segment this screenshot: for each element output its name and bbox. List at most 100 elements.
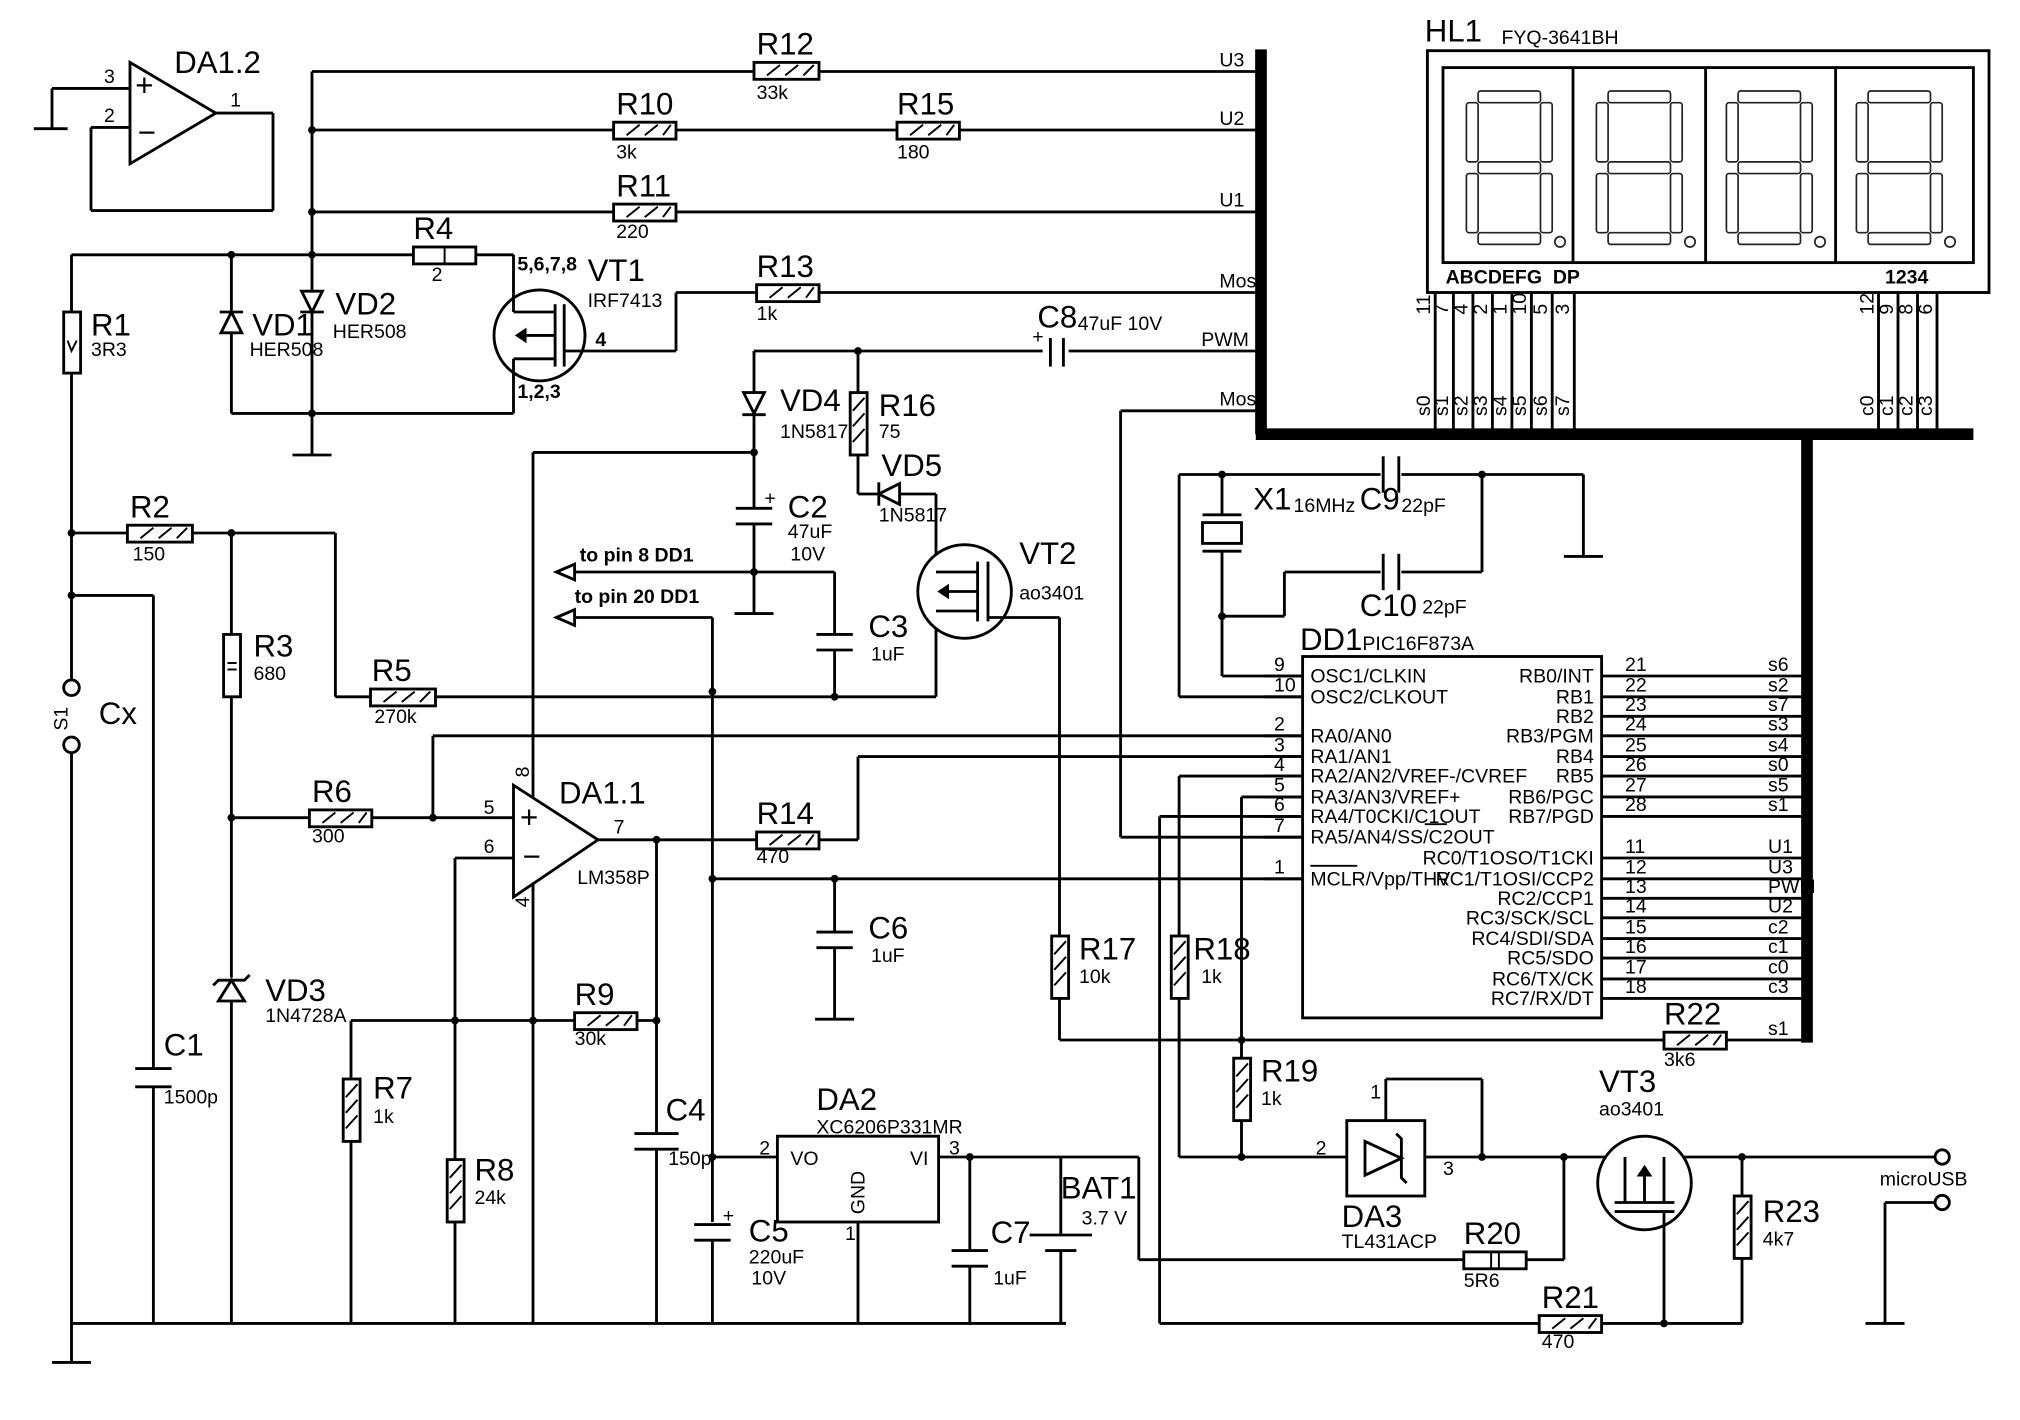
c2-value2: 10V (790, 543, 825, 565)
r5-value: 270k (374, 706, 417, 728)
dd1-pin-net: c1 (1768, 936, 1789, 958)
dd1-pin-number: 12 (1625, 857, 1647, 879)
dd1-ref: DD1 (1300, 622, 1362, 657)
dd1-pin-number: 5 (1274, 775, 1285, 797)
dd1-pin-name: RB7/PGD (1508, 806, 1594, 828)
bat1-value: 3.7 V (1082, 1208, 1128, 1230)
x1-value: 16MHz (1294, 495, 1356, 517)
r10-ref: R10 (616, 86, 673, 121)
dd1-pin-name: RA4/T0CKI/C1OUT (1310, 806, 1480, 828)
vt1-gate-wiring: Mos (591, 270, 1256, 353)
r20-value: 5R6 (1464, 1270, 1500, 1292)
resistor-r3: R3 680 (222, 532, 293, 978)
dd1-pin-name: RC4/SDI/SDA (1471, 928, 1593, 950)
cx-ref: Cx (99, 696, 138, 731)
da1-2-pin3: 3 (104, 66, 115, 88)
c8-ref: C8 (1037, 300, 1077, 335)
hl1-pin-number: 8 (1895, 304, 1917, 315)
r14-value: 470 (757, 846, 790, 868)
da1-1-pin8: 8 (512, 767, 534, 778)
resistor-r12: R12 33k (752, 27, 821, 104)
dd1-pin-name: RB3/PGM (1506, 725, 1594, 747)
c5-value2: 10V (751, 1267, 786, 1289)
capacitor-c2: + C2 47uF 10V (735, 487, 833, 565)
c4-value: 150p (668, 1148, 712, 1170)
capacitor-c8: + C8 47uF 10V (1032, 300, 1162, 367)
vt1-pin-source: 1,2,3 (517, 381, 561, 403)
resistor-r19: R19 1k (1232, 1054, 1318, 1123)
vt1-part: IRF7413 (588, 290, 663, 312)
c6-value: 1uF (871, 945, 905, 967)
c9-ref: C9 (1360, 482, 1400, 517)
dd1-pin-net: s3 (1768, 714, 1789, 736)
r11-ref: R11 (616, 168, 671, 203)
mosfet-vt1: VT1 IRF7413 5,6,7,8 4 1,2,3 (492, 253, 663, 403)
vt3-ref: VT3 (1599, 1064, 1656, 1099)
dd1-pin-net: s1 (1768, 794, 1789, 816)
dd1-pin-number: 24 (1625, 714, 1647, 736)
hl1-digits-label: 1234 (1885, 266, 1929, 288)
capacitor-c7: C7 1uF (951, 1156, 1030, 1324)
da1-1-pin5: 5 (484, 797, 495, 819)
resistor-r2: R2 150 (125, 489, 194, 565)
dd1-pin-net: PWM (1768, 876, 1816, 898)
da1-2-ref: DA1.2 (174, 45, 261, 80)
dd1-pin-number: 3 (1274, 734, 1285, 756)
resistor-r22: R22 3k6 s1 (1662, 996, 1789, 1071)
resistor-r5: R5 270k (369, 653, 936, 728)
c2-value: 47uF (788, 521, 833, 543)
vt3-part: ao3401 (1599, 1098, 1664, 1120)
resistor-r15: R15 180 (895, 86, 961, 164)
vt1-pin-drain: 5,6,7,8 (517, 253, 577, 275)
pwm-wiring: to pin 8 DD1 to pin 20 DD1 PWM (532, 329, 1256, 1324)
vd1-part: HER508 (250, 339, 324, 361)
s1-ref: S1 (51, 707, 73, 731)
r20-ref: R20 (1464, 1216, 1521, 1251)
mosfet-vt2: VT2 ao3401 (916, 536, 1084, 936)
vt1-pin-gate: 4 (595, 329, 606, 351)
svg-text:−: − (138, 115, 156, 150)
dd1-pin-name: RB5 (1556, 766, 1594, 788)
r7-value: 1k (373, 1106, 394, 1128)
vt1-ref: VT1 (588, 253, 645, 288)
x1-ref: X1 (1253, 482, 1291, 517)
hl1-pin-signal: s7 (1552, 395, 1574, 416)
vd3-ref: VD3 (265, 973, 326, 1008)
hl1-pin-signal: s0 (1413, 395, 1435, 416)
dd1-pin-number: 17 (1625, 957, 1647, 979)
dd1-pin-number: 28 (1625, 794, 1647, 816)
da2-gnd: GND (848, 1171, 870, 1214)
to-pin8-label: to pin 8 DD1 (580, 545, 694, 567)
r6-ref: R6 (312, 774, 352, 809)
dd1-pin-net: s5 (1768, 775, 1789, 797)
da1-2-pin1: 1 (230, 90, 241, 112)
c4-ref: C4 (666, 1093, 706, 1128)
dd1-pin-name: RC2/CCP1 (1497, 888, 1593, 910)
resistor-r1: R1 3R3 (62, 307, 131, 375)
r15-ref: R15 (897, 86, 954, 121)
hl1-pin-number: 7 (1431, 304, 1453, 315)
c7-value: 1uF (993, 1267, 1027, 1289)
r9-value: 30k (575, 1028, 607, 1050)
resistor-r16: R16 75 (848, 350, 936, 496)
net-mos-label: Mos (1219, 270, 1256, 292)
regulator-da2: DA2 XC6206P331MR VO VI GND 2 3 1 (759, 1082, 1061, 1324)
vd4-ref: VD4 (780, 383, 841, 418)
dd1-pin-number: 13 (1625, 876, 1647, 898)
diode-vd5: VD5 1N5817 (875, 448, 947, 697)
diode-vd2: VD2 HER508 (299, 254, 407, 414)
dd1-pin-number: 7 (1274, 815, 1285, 837)
r1-ref: R1 (91, 307, 131, 342)
dd1-pin-number: 14 (1625, 896, 1647, 918)
vd2-ref: VD2 (335, 287, 396, 322)
dd1-pin-name: RB4 (1556, 746, 1594, 768)
dd1-left-pins: 9OSC1/CLKIN10OSC2/CLKOUT2RA0/AN03RA1/AN1… (1263, 654, 1527, 890)
net-u3-label: U3 (1219, 49, 1244, 71)
hl1-pin-signal: c1 (1876, 395, 1898, 416)
resistor-r9: R9 30k (350, 977, 657, 1050)
c3-value: 1uF (871, 643, 905, 665)
da3-pin2: 2 (1316, 1137, 1327, 1159)
dd1-pin-net: s2 (1768, 675, 1789, 697)
hl1-pin-signal: s1 (1431, 395, 1453, 416)
